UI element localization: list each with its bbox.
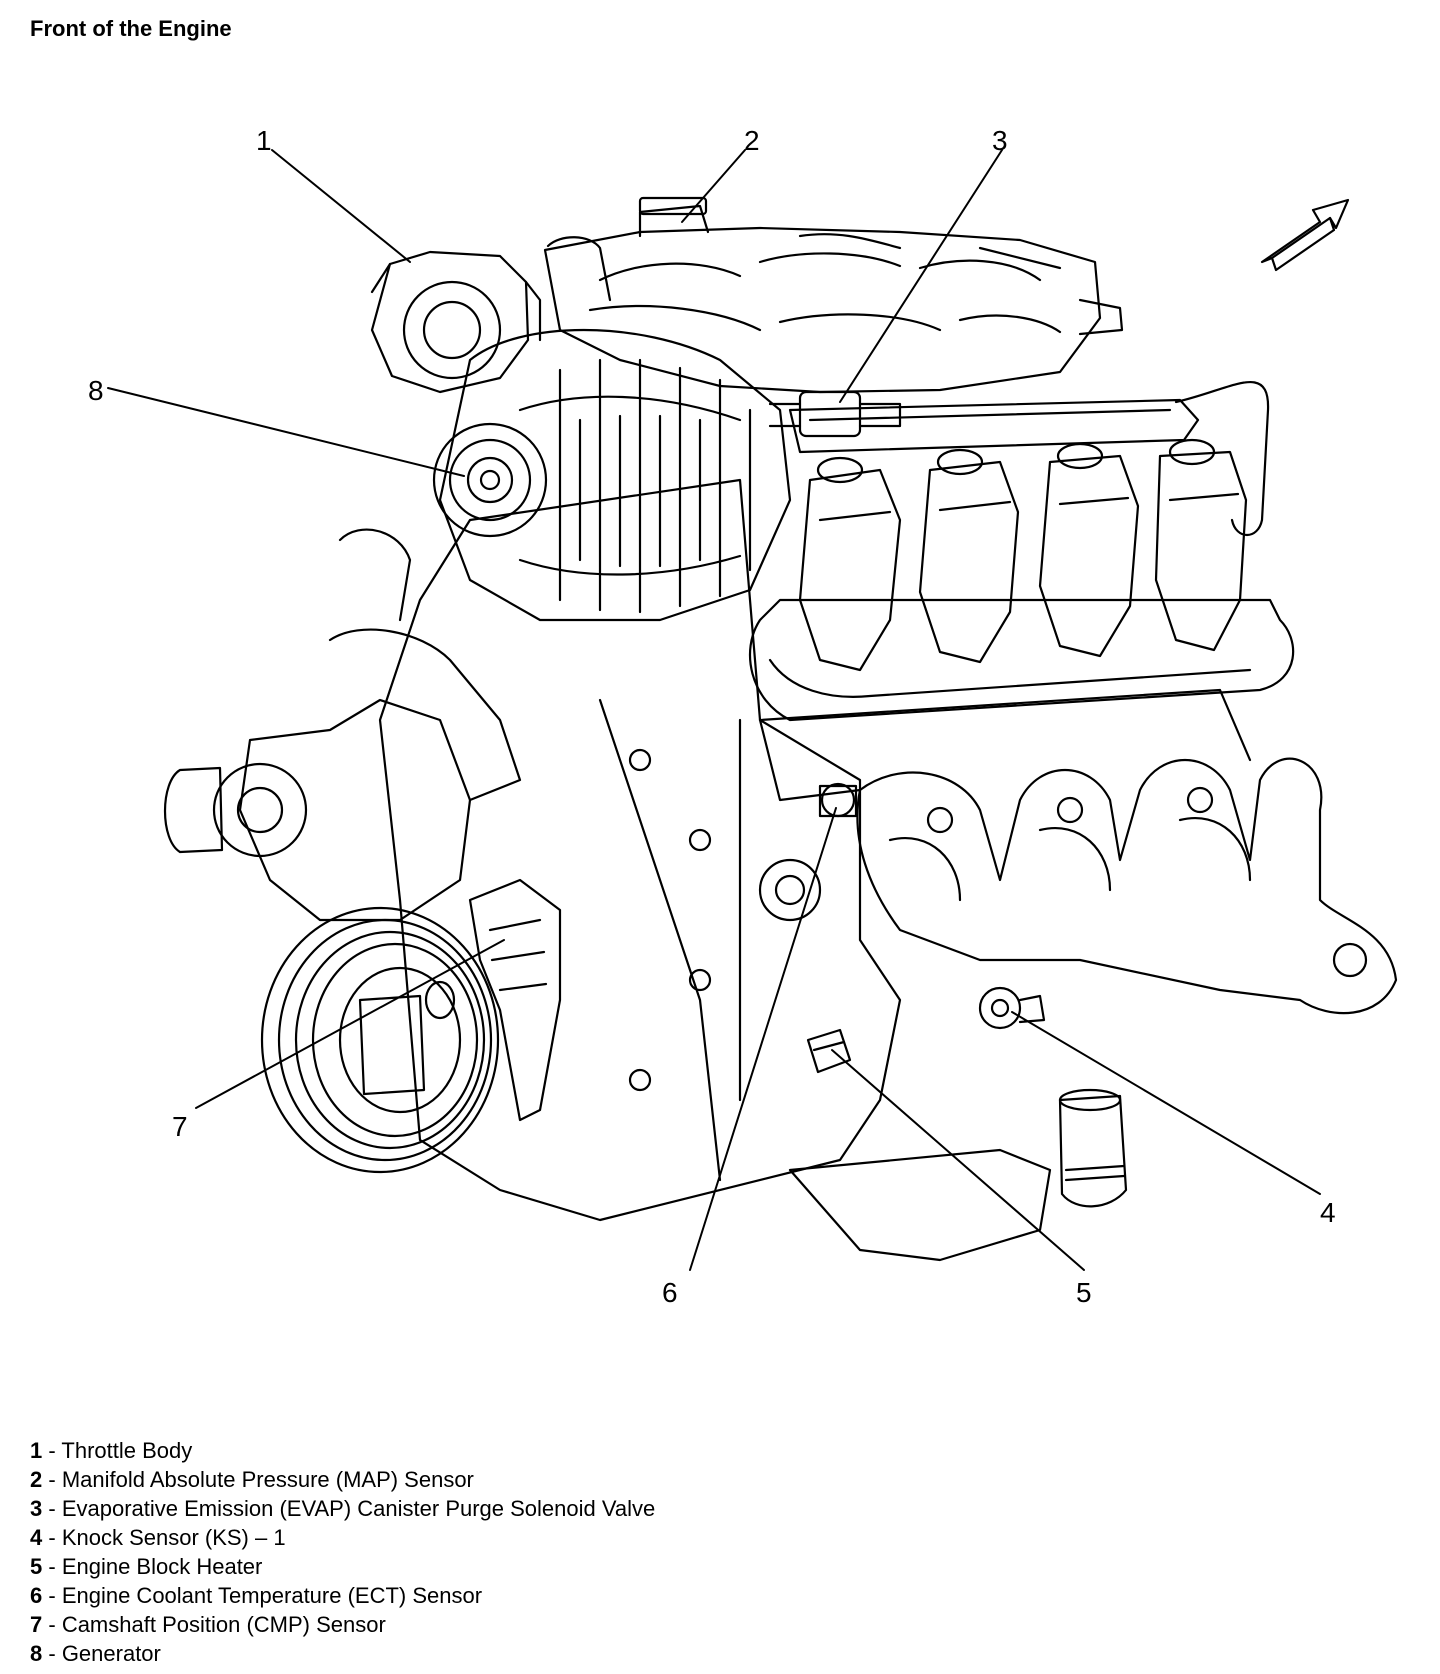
exhaust-manifold (856, 757, 1398, 1015)
camshaft-position-sensor (468, 878, 562, 1122)
legend-item: 8 - Generator (30, 1641, 161, 1666)
water-pump (164, 528, 522, 922)
callout-leaders (107, 149, 1321, 1271)
engine-illustration (164, 196, 1398, 1262)
legend-item: 3 - Evaporative Emission (EVAP) Canister… (30, 1496, 656, 1521)
legend-item: 5 - Engine Block Heater (30, 1554, 263, 1579)
engine-block-heater (806, 1028, 852, 1074)
front-direction-arrow-icon (1260, 198, 1350, 272)
engine-diagram: 1 2 3 4 5 6 7 8 (88, 125, 1398, 1308)
callout-7: 7 (172, 1111, 188, 1142)
intake-manifold (543, 196, 1124, 394)
legend-item: 7 - Camshaft Position (CMP) Sensor (30, 1612, 386, 1637)
valve-cover (748, 598, 1295, 722)
callout-1: 1 (256, 125, 272, 156)
legend-item: 2 - Manifold Absolute Pressure (MAP) Sen… (30, 1467, 474, 1492)
callout-5: 5 (1076, 1277, 1092, 1308)
callout-4: 4 (1320, 1197, 1336, 1228)
parts-legend: 1 - Throttle Body 2 - Manifold Absolute … (30, 1436, 655, 1668)
knock-sensor (978, 986, 1046, 1030)
legend-item: 6 - Engine Coolant Temperature (ECT) Sen… (30, 1583, 483, 1608)
ignition-coils (798, 438, 1248, 672)
callout-numbers: 1 2 3 4 5 6 7 8 (88, 125, 1336, 1308)
evap-purge-valve (768, 390, 902, 438)
callout-3: 3 (992, 125, 1008, 156)
crankshaft-balancer (260, 906, 500, 1174)
oil-pan (788, 1148, 1052, 1262)
ect-sensor (818, 782, 858, 818)
page-title: Front of the Engine (30, 16, 232, 41)
throttle-body (370, 250, 542, 394)
legend-item: 1 - Throttle Body (30, 1438, 193, 1463)
fuel-rail (788, 398, 1200, 454)
legend-item: 4 - Knock Sensor (KS) – 1 (30, 1525, 286, 1550)
oil-filter (1058, 1088, 1128, 1208)
callout-8: 8 (88, 375, 104, 406)
engine-block (378, 478, 1252, 1222)
generator (432, 329, 792, 622)
callout-2: 2 (744, 125, 760, 156)
callout-6: 6 (662, 1277, 678, 1308)
